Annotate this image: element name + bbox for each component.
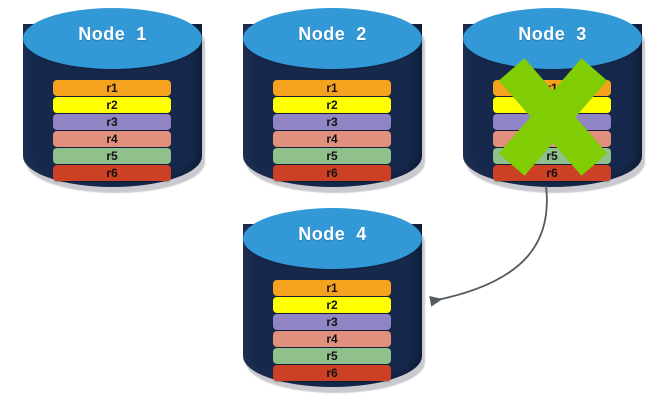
failover-arrow-path <box>429 185 548 307</box>
row-r3[interactable]: r3 <box>53 114 171 130</box>
row-r4[interactable]: r4 <box>273 131 391 147</box>
node-4-label: Node 4 <box>298 224 367 244</box>
row-r6[interactable]: r6 <box>273 165 391 181</box>
row-r3[interactable]: r3 <box>273 114 391 130</box>
row-r1[interactable]: r1 <box>273 280 391 296</box>
node-1-row-stack: r1 r2 r3 r4 r5 r6 <box>53 80 171 182</box>
node-4[interactable]: Node 4 r1 r2 r3 r4 r5 r6 <box>243 208 425 393</box>
row-r6[interactable]: r6 <box>273 365 391 381</box>
cylinder-top-ellipse <box>243 208 422 269</box>
row-r2[interactable]: r2 <box>273 97 391 113</box>
node-2[interactable]: Node 2 r1 r2 r3 r4 r5 r6 <box>243 8 425 193</box>
node-3-label: Node 3 <box>518 24 587 44</box>
row-r6[interactable]: r6 <box>53 165 171 181</box>
row-r1[interactable]: r1 <box>273 80 391 96</box>
row-r4[interactable]: r4 <box>273 331 391 347</box>
row-r2[interactable]: r2 <box>273 297 391 313</box>
row-r2[interactable]: r2 <box>53 97 171 113</box>
cylinder-top-ellipse <box>23 8 202 69</box>
node-2-label: Node 2 <box>298 24 367 44</box>
cylinder-top-ellipse <box>243 8 422 69</box>
row-r5[interactable]: r5 <box>53 148 171 164</box>
node-4-row-stack: r1 r2 r3 r4 r5 r6 <box>273 280 391 382</box>
node-2-row-stack: r1 r2 r3 r4 r5 r6 <box>273 80 391 182</box>
row-r1[interactable]: r1 <box>53 80 171 96</box>
node-1-label: Node 1 <box>78 24 147 44</box>
node-1[interactable]: Node 1 r1 r2 r3 r4 r5 r6 <box>23 8 205 193</box>
node-3[interactable]: Node 3 r1 r2 r3 r4 r5 r6 <box>463 8 645 193</box>
row-r3[interactable]: r3 <box>273 314 391 330</box>
row-r5[interactable]: r5 <box>273 148 391 164</box>
row-r5[interactable]: r5 <box>273 348 391 364</box>
row-r4[interactable]: r4 <box>53 131 171 147</box>
